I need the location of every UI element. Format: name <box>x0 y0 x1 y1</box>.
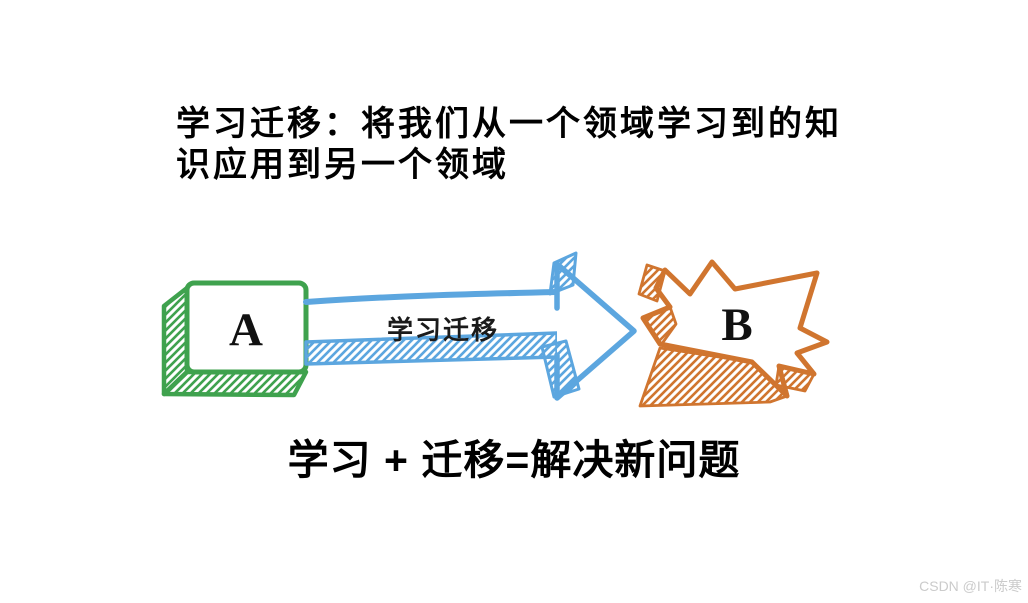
node-a-label: A <box>229 304 263 356</box>
arrow-head-bottom-flag-hatch <box>540 339 581 399</box>
title-line-1: 学习迁移：将我们从一个领域学习到的知 <box>176 105 842 143</box>
box-a-bottom-face-hatch <box>161 369 309 398</box>
arrow-label: 学习迁移 <box>387 315 499 345</box>
page-title: 学习迁移：将我们从一个领域学习到的知 识应用到另一个领域 <box>176 104 842 186</box>
star-b-bottom-band-hatch <box>638 346 789 408</box>
star-b-bottomright-spike-hatch <box>774 364 816 393</box>
star-b-left-spike-hatch <box>641 305 678 347</box>
arrow-head-top-flag-hatch <box>548 251 578 296</box>
arrow-shaft-top-line <box>303 289 560 305</box>
title-line-2: 识应用到另一个领域 <box>176 146 509 184</box>
star-b-topleft-spike-hatch <box>637 263 667 303</box>
formula-text: 学习 + 迁移=解决新问题 <box>287 437 741 483</box>
arrow-head-fill <box>557 264 634 398</box>
box-a-front-face <box>184 280 309 375</box>
watermark-text: CSDN @IT·陈寒 <box>919 578 1022 594</box>
transfer-arrow: 学习迁移 <box>303 251 637 401</box>
node-b-star: B <box>637 259 830 408</box>
node-b-label: B <box>721 299 752 351</box>
node-a-box: A <box>161 280 309 398</box>
